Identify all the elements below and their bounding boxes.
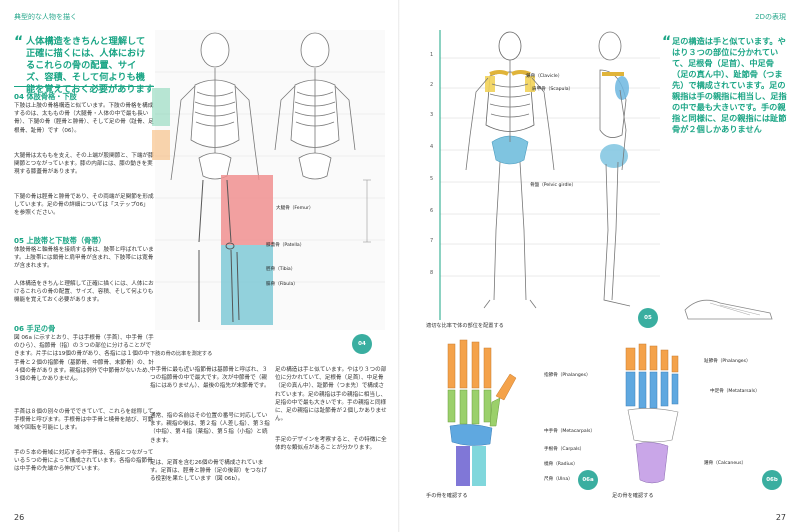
section-05-p1: 体肢骨格と軸骨格を接続する骨は、肢帯と呼ばれています。上肢帯には鎖骨と肩甲骨が含… — [14, 247, 154, 270]
patella-label: 膝蓋骨（Patella） — [266, 243, 305, 248]
leg-bones-figure — [152, 30, 385, 330]
section-04-p2: 大腿骨は太ももを支え、その上端が股関節と、下端が膝関節とつながっています。膝の内… — [14, 153, 154, 176]
figure-04-caption: 下肢の骨の比率を測定する — [150, 351, 213, 357]
hand-metacarpals-label: 中手骨（Metacarpals） — [544, 429, 596, 434]
row-number: 8 — [430, 270, 434, 276]
section-04-title: 04 体肢骨格・下肢 — [14, 92, 77, 101]
femur-highlight — [221, 175, 273, 245]
hand-bones-figure — [447, 339, 517, 486]
col2-p3: 足は、足首を含む26個の骨で構成されています。足首は、脛骨と腓骨（足の後部）をつ… — [150, 460, 267, 483]
right-quote: 足の構造は手と似ています。やはり３つの部位に分かれていて、足根骨（足首）、中足骨… — [672, 36, 787, 134]
figure-06a-caption: 手の骨を確認する — [426, 493, 468, 499]
left-col3-p1: 足の構造は手と似ています。やはり３つの部位に分かれていて、足根骨（足首）、中足骨… — [275, 367, 387, 423]
row-number: 1 — [430, 52, 434, 58]
foot-phalanges-label: 趾節骨（Phalanges） — [704, 359, 751, 364]
foot-side-figure — [684, 299, 773, 320]
col2-p2: 通常、指の名前はその位置の番号に対応しています。親指の後は、第２指（人差し指）、… — [150, 413, 270, 444]
metatarsals-label: 中足骨（Metatarsals） — [710, 389, 760, 394]
section-divider — [14, 86, 154, 87]
section-06-p2: 手首は８個の別々の骨でできていて、これらを総称して手根骨と呼びます。手根骨は中手… — [14, 409, 154, 432]
full-skeleton-figure — [439, 30, 660, 320]
section-05-title: 05 上肢帯と下肢帯（骨帯） — [14, 236, 106, 245]
tibia-highlight — [221, 245, 273, 325]
section-06-p1: 図 06a に示すとおり、手は手根骨（手首）、中手骨（手のひら）、指節骨（指）の… — [14, 335, 154, 383]
figure-04-badge: 04 — [352, 334, 372, 354]
section-04-p1: 下肢は上肢の骨格構造と似ています。下肢の骨格を構成するのは、太ももの骨（大腿骨・… — [14, 103, 154, 134]
left-page: 典型的な人物を描く “ 人体構造をきちんと理解して正確に描くには、人体におけるこ… — [14, 13, 387, 522]
ulna-label: 尺骨（Ulna） — [544, 477, 573, 482]
hand-carpals-label: 手根骨（Carpals） — [544, 447, 585, 452]
pelvic-girdle-label: 骨盤（Pelvic girdle） — [530, 183, 577, 188]
quote-mark-icon: “ — [662, 34, 672, 50]
page-number-right: 27 — [775, 513, 786, 522]
hand-phalanges-label: 指節骨（Phalanges） — [544, 373, 591, 378]
fibula-label: 腓骨（Fibula） — [266, 282, 298, 287]
radius-label: 橈骨（Radius） — [544, 462, 578, 467]
tibia-label: 脛骨（Tibia） — [266, 267, 296, 272]
figure-06a-badge: 06a — [578, 470, 598, 490]
row-number: 5 — [430, 176, 434, 182]
scapula-label: 肩甲骨（Scapula） — [532, 87, 574, 92]
row-number: 6 — [430, 208, 434, 214]
section-04-p3: 下腿の骨は脛骨と腓骨であり、その両端が足関節を形成しています。足の骨の詳細につい… — [14, 194, 154, 217]
foot-bones-figure — [625, 343, 679, 484]
figure-06b-badge: 06b — [762, 470, 782, 490]
figure-05-caption: 適切な比率で体の部位を配置する — [426, 323, 504, 329]
left-col3-p2: 手足のデザインを考察すると、その特徴に全体的な類似点があることが分かります。 — [275, 437, 387, 452]
femur-label: 大腿骨（Femur） — [276, 206, 314, 211]
section-06-title: 06 手足の骨 — [14, 324, 56, 333]
calcaneus-label: 踵骨（Calcaneus） — [704, 461, 747, 466]
right-page: 2Dの表現 1 2 3 4 5 6 7 8 — [400, 0, 800, 532]
figure-06b-caption: 足の骨を確認する — [612, 493, 654, 499]
row-number: 4 — [430, 144, 434, 150]
right-running-header: 2Dの表現 — [755, 13, 786, 21]
page-number-left: 26 — [14, 513, 25, 522]
figure-05-badge: 05 — [638, 308, 658, 328]
row-number: 3 — [430, 112, 434, 118]
clavicle-label: 鎖骨（Clavicle） — [526, 74, 563, 79]
left-quote: 人体構造をきちんと理解して正確に描くには、人体におけるこれらの骨の配置、サイズ、… — [26, 36, 154, 95]
left-running-header: 典型的な人物を描く — [14, 13, 77, 21]
quote-mark-icon: “ — [14, 34, 24, 50]
col2-p1: 中手骨に最も近い指節骨は基節骨と呼ばれ、３つの指節骨の中で最大です。次が中節骨で… — [150, 367, 270, 390]
row-number: 7 — [430, 238, 434, 244]
section-06-p3: 手の５本の骨域に対応する中手骨は、各指とつながっている５つの骨によって構成されて… — [14, 450, 154, 473]
row-number: 2 — [430, 82, 434, 88]
section-05-p2: 人体構造をきちんと理解して正確に描くには、人体におけるこれらの骨の配置、サイズ、… — [14, 281, 154, 304]
